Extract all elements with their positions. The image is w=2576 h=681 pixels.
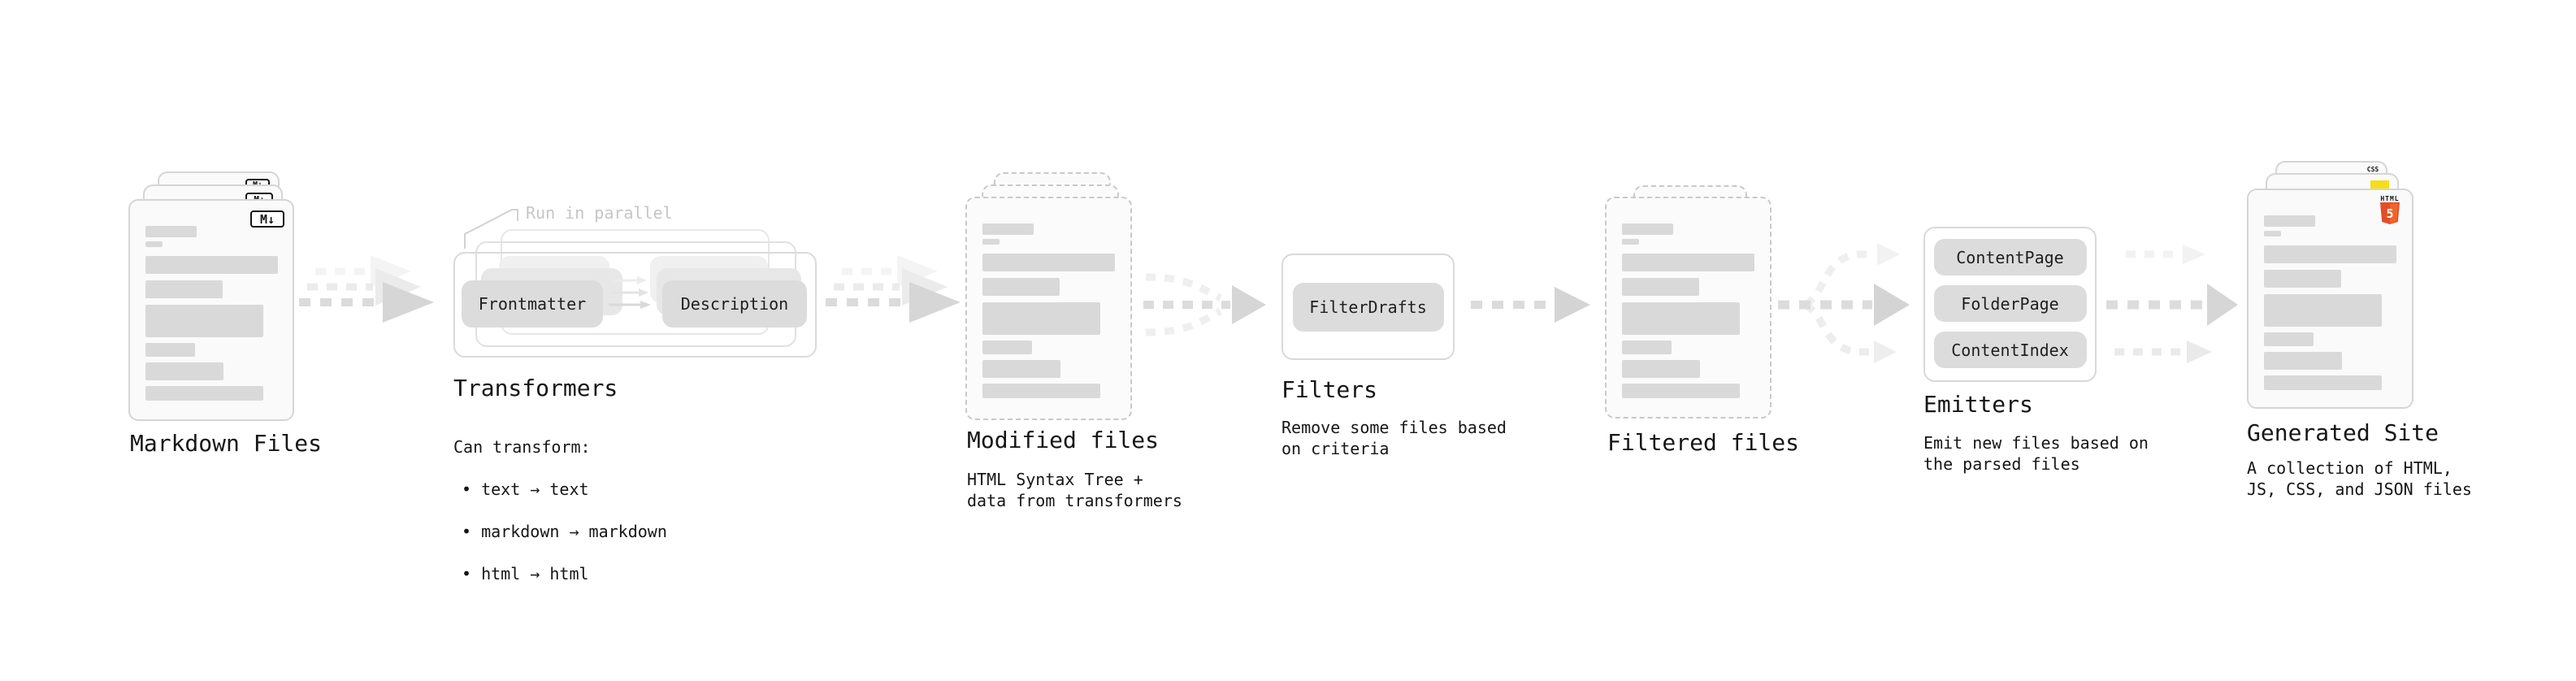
generated-site-title: Generated Site	[2247, 419, 2439, 446]
flow-arrow-icon	[826, 255, 961, 323]
annotation-leader-line	[464, 209, 518, 249]
placeholder-line	[982, 302, 1100, 335]
placeholder-line	[982, 254, 1115, 271]
filterdrafts-pill: FilterDrafts	[1292, 282, 1444, 332]
placeholder-line	[982, 223, 1034, 235]
modified-files-title: Modified files	[967, 427, 1160, 453]
placeholder-line	[145, 256, 278, 274]
placeholder-line	[2264, 332, 2314, 346]
placeholder-line	[982, 360, 1060, 378]
placeholder-line	[982, 384, 1100, 398]
placeholder-line	[982, 239, 1000, 245]
modified-file-card-front	[965, 197, 1132, 420]
js-icon	[2370, 180, 2389, 189]
transformers-caption: Can transform: • text → text • markdown …	[453, 415, 667, 605]
transformer-layer-front	[453, 252, 817, 358]
markdown-file-card-front: M↓	[128, 199, 294, 421]
markdown-files-title: Markdown Files	[130, 430, 323, 457]
placeholder-line	[1622, 302, 1740, 335]
converge-arrow-icon	[1143, 273, 1266, 336]
filters-caption: Remove some files based on criteria	[1281, 418, 1507, 458]
run-in-parallel-annotation: Run in parallel	[526, 203, 673, 223]
placeholder-line	[2264, 231, 2281, 236]
placeholder-line	[2264, 270, 2341, 288]
placeholder-line	[145, 386, 263, 401]
filtered-files-title: Filtered files	[1607, 429, 1800, 456]
transformers-title: Transformers	[453, 375, 618, 401]
placeholder-line	[145, 241, 163, 247]
placeholder-line	[1622, 360, 1700, 378]
placeholder-line	[2264, 294, 2382, 327]
caption-item: • text → text	[462, 479, 589, 499]
html5-icon: HTML 5	[2379, 196, 2400, 225]
placeholder-line	[145, 305, 263, 337]
filtered-file-card-front	[1605, 197, 1772, 419]
placeholder-line	[145, 226, 197, 237]
filters-title: Filters	[1281, 376, 1378, 403]
placeholder-line	[982, 340, 1032, 354]
emitters-box: ContentPage FolderPage ContentIndex	[1923, 227, 2097, 382]
emitters-title: Emitters	[1923, 391, 2033, 418]
flow-arrow-icon	[299, 255, 434, 323]
emitters-caption: Emit new files based on the parsed files	[1923, 433, 2149, 474]
placeholder-line	[2264, 352, 2342, 370]
description-pill: Description	[662, 280, 807, 327]
fanout-arrow-icon	[1778, 243, 1910, 363]
filters-box: FilterDrafts	[1281, 254, 1455, 360]
placeholder-line	[1622, 278, 1699, 296]
html-file-card: HTML 5	[2247, 189, 2413, 409]
placeholder-line	[2264, 375, 2382, 390]
placeholder-line	[1622, 384, 1740, 398]
generated-site-caption: A collection of HTML, JS, CSS, and JSON …	[2247, 458, 2472, 499]
triple-arrow-icon	[2106, 245, 2238, 363]
placeholder-line	[1622, 340, 1672, 354]
modified-files-caption: HTML Syntax Tree + data from transformer…	[967, 470, 1182, 510]
caption-item: • markdown → markdown	[462, 522, 667, 541]
placeholder-line	[145, 362, 223, 380]
contentpage-pill: ContentPage	[1933, 239, 2087, 275]
placeholder-line	[1622, 254, 1754, 271]
caption-item: • html → html	[462, 564, 589, 583]
flow-arrow-icon	[1471, 287, 1590, 323]
placeholder-line	[145, 343, 195, 357]
parallel-arrows-icon	[609, 276, 651, 309]
placeholder-line	[145, 280, 223, 298]
folderpage-pill: FolderPage	[1933, 285, 2087, 322]
placeholder-line	[2264, 245, 2396, 263]
frontmatter-pill: Frontmatter	[462, 280, 603, 327]
placeholder-line	[1622, 239, 1639, 245]
caption-heading: Can transform:	[453, 437, 591, 457]
placeholder-line	[2264, 215, 2315, 227]
svg-text:5: 5	[2386, 206, 2393, 221]
placeholder-line	[1622, 223, 1673, 235]
contentindex-pill: ContentIndex	[1933, 332, 2087, 368]
markdown-icon: M↓	[250, 210, 284, 228]
placeholder-line	[982, 278, 1060, 296]
